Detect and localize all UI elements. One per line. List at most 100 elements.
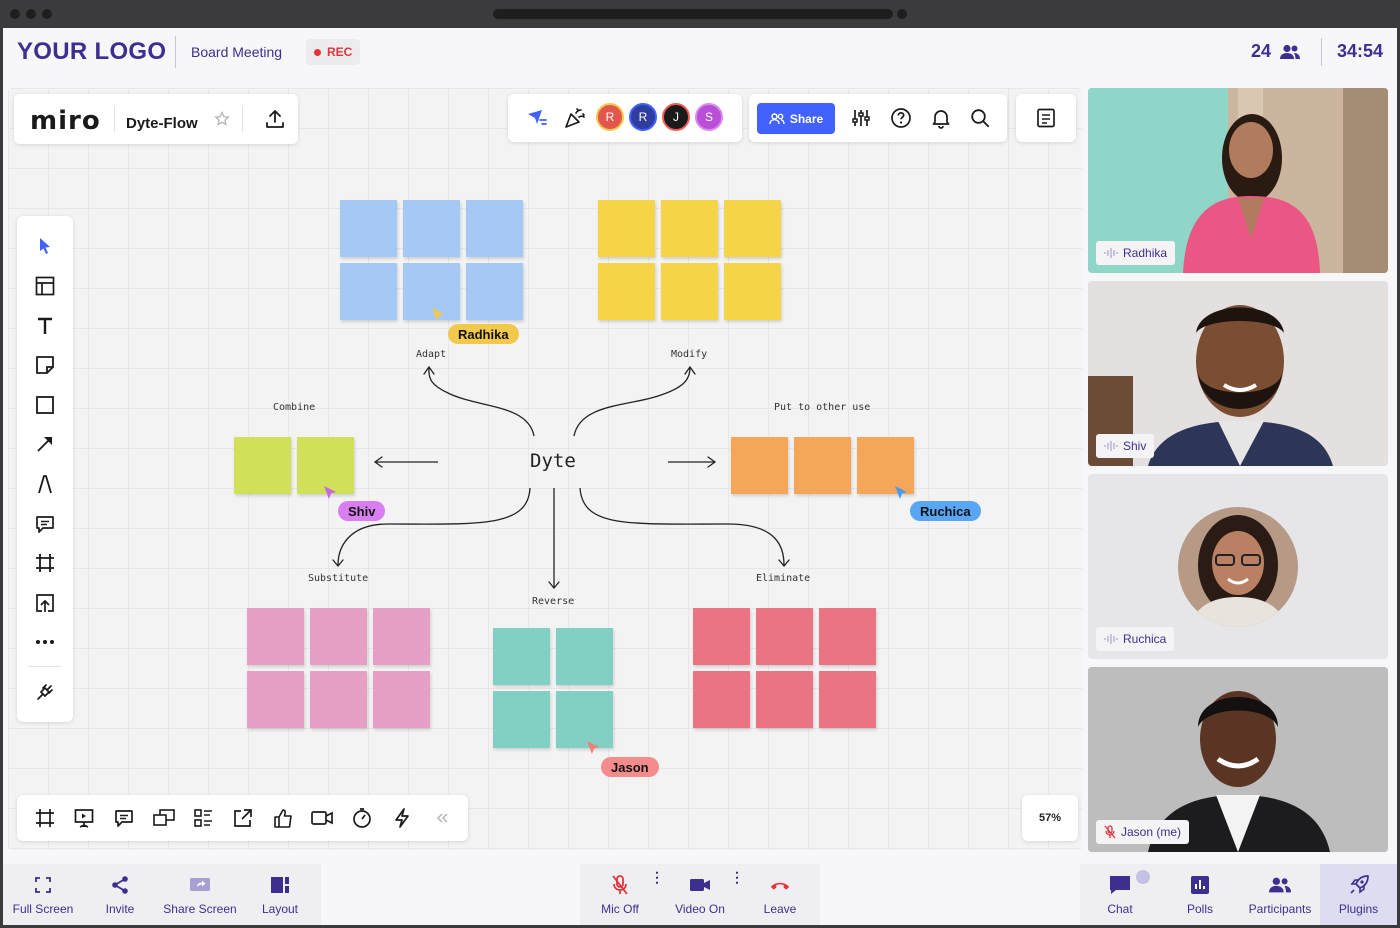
sticky-note[interactable]: [310, 608, 367, 665]
video-tile-ruchica[interactable]: Ruchica: [1088, 474, 1388, 659]
video-tile-jason[interactable]: Jason (me): [1088, 667, 1388, 852]
select-tool[interactable]: [31, 232, 59, 260]
sticky-note[interactable]: [598, 263, 655, 320]
quick-actions-button[interactable]: [390, 806, 414, 830]
sticky-note[interactable]: [693, 608, 750, 665]
sticky-note[interactable]: [756, 608, 813, 665]
video-options-icon[interactable]: ⋮: [730, 869, 744, 885]
voting-button[interactable]: [271, 806, 295, 830]
miro-board[interactable]: miro Dyte-Flow R R J S Share: [8, 88, 1082, 850]
templates-tool[interactable]: [31, 272, 59, 300]
settings-sliders-icon[interactable]: [850, 107, 872, 129]
cursor-label-ruchica: Ruchica: [910, 501, 981, 521]
sticky-note[interactable]: [373, 608, 430, 665]
window-close-dot[interactable]: [10, 9, 20, 19]
sticky-note[interactable]: [466, 200, 523, 257]
invite-button[interactable]: Invite: [80, 864, 160, 925]
leave-button[interactable]: Leave: [740, 864, 820, 925]
sticky-note[interactable]: [731, 437, 788, 494]
sticky-note[interactable]: [819, 608, 876, 665]
collaborator-avatar[interactable]: S: [695, 103, 723, 131]
plugins-button[interactable]: Plugins: [1320, 864, 1397, 925]
sticky-note[interactable]: [340, 200, 397, 257]
help-icon[interactable]: [890, 107, 912, 129]
full-screen-button[interactable]: Full Screen: [3, 864, 83, 925]
sticky-note[interactable]: [297, 437, 354, 494]
sticky-note[interactable]: [403, 263, 460, 320]
sticky-note[interactable]: [493, 628, 550, 685]
sticky-note[interactable]: [819, 671, 876, 728]
arrowhead: [332, 559, 344, 568]
video-chat-button[interactable]: [310, 806, 334, 830]
zoom-level[interactable]: 57%: [1022, 795, 1078, 841]
share-screen-button[interactable]: Share Screen: [160, 864, 240, 925]
miro-logo[interactable]: miro: [30, 106, 101, 136]
mic-options-icon[interactable]: ⋮: [650, 869, 664, 885]
label-adapt: Adapt: [416, 349, 447, 360]
pen-tool[interactable]: [31, 470, 59, 498]
sticky-note[interactable]: [756, 671, 813, 728]
search-icon[interactable]: [969, 107, 991, 129]
layout-button[interactable]: Layout: [240, 864, 320, 925]
collaborator-avatar[interactable]: J: [662, 103, 690, 131]
timer-button[interactable]: [350, 806, 374, 830]
sticky-note[interactable]: [693, 671, 750, 728]
presentation-button[interactable]: [72, 806, 96, 830]
sticky-note[interactable]: [794, 437, 851, 494]
upload-icon[interactable]: [264, 108, 286, 130]
sticky-note[interactable]: [373, 671, 430, 728]
chat-label: Chat: [1107, 901, 1133, 916]
sticky-note[interactable]: [247, 671, 304, 728]
sticky-note[interactable]: [247, 608, 304, 665]
video-toggle-button[interactable]: Video On: [660, 864, 740, 925]
notifications-bell-icon[interactable]: [930, 107, 952, 129]
chat-button[interactable]: Chat: [1080, 864, 1160, 925]
participants-button[interactable]: Participants: [1240, 864, 1320, 925]
celebrate-icon[interactable]: [563, 106, 587, 130]
collapse-toolbar-button[interactable]: [430, 806, 454, 830]
mic-toggle-button[interactable]: Mic Off: [580, 864, 660, 925]
sticky-note[interactable]: [340, 263, 397, 320]
collaborator-avatar[interactable]: R: [596, 103, 624, 131]
sticky-note[interactable]: [556, 628, 613, 685]
frame-tool[interactable]: [31, 549, 59, 577]
screen-share-button[interactable]: [152, 806, 176, 830]
sticky-note[interactable]: [661, 200, 718, 257]
collaborator-avatar[interactable]: R: [629, 103, 657, 131]
upload-tool[interactable]: [31, 589, 59, 617]
sticky-note[interactable]: [556, 691, 613, 748]
shape-tool[interactable]: [31, 391, 59, 419]
more-tools[interactable]: [31, 628, 59, 656]
sticky-note[interactable]: [493, 691, 550, 748]
sticky-note[interactable]: [598, 200, 655, 257]
apps-plugin-tool[interactable]: [31, 678, 59, 706]
sticky-note[interactable]: [466, 263, 523, 320]
comments-button[interactable]: [112, 806, 136, 830]
video-tile-radhika[interactable]: Radhika: [1088, 88, 1388, 273]
video-tile-shiv[interactable]: Shiv: [1088, 281, 1388, 466]
participant-count[interactable]: 24: [1251, 41, 1301, 62]
star-icon[interactable]: [214, 111, 230, 127]
comment-tool[interactable]: [31, 510, 59, 538]
notes-list-icon[interactable]: [1035, 107, 1057, 129]
share-button[interactable]: Share: [757, 103, 835, 134]
frames-button[interactable]: [33, 806, 57, 830]
cards-button[interactable]: [191, 806, 215, 830]
connection-line-tool[interactable]: [31, 430, 59, 458]
board-name[interactable]: Dyte-Flow: [126, 115, 198, 132]
sticky-note[interactable]: [724, 263, 781, 320]
window-maximize-dot[interactable]: [42, 9, 52, 19]
polls-button[interactable]: Polls: [1160, 864, 1240, 925]
text-tool[interactable]: [31, 312, 59, 340]
cursor-follow-icon[interactable]: [524, 107, 548, 129]
sticky-note-tool[interactable]: [31, 351, 59, 379]
sticky-note[interactable]: [310, 671, 367, 728]
sticky-note[interactable]: [661, 263, 718, 320]
sticky-note[interactable]: [724, 200, 781, 257]
mindmap-center-node[interactable]: Dyte: [530, 450, 576, 472]
window-minimize-dot[interactable]: [26, 9, 36, 19]
sticky-note[interactable]: [857, 437, 914, 494]
embed-button[interactable]: [231, 806, 255, 830]
sticky-note[interactable]: [403, 200, 460, 257]
sticky-note[interactable]: [234, 437, 291, 494]
